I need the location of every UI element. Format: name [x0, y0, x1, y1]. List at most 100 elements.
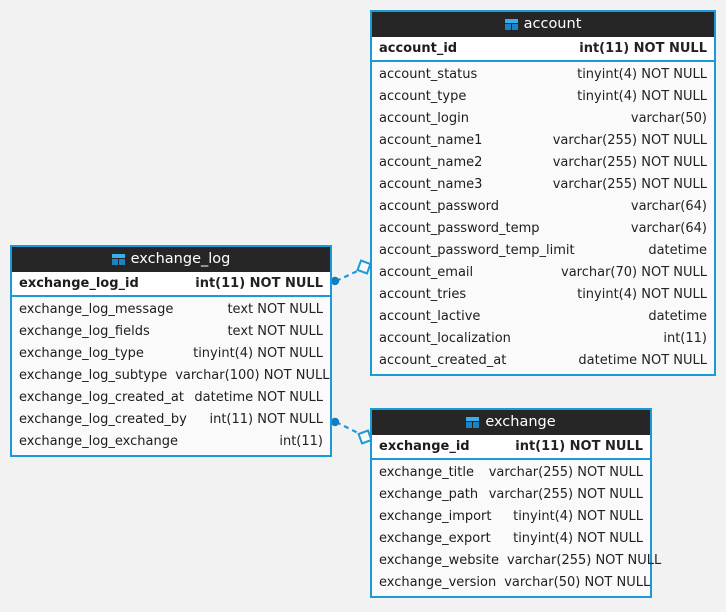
table-row[interactable]: exchange_log_type tinyint(4) NOT NULL [12, 343, 330, 365]
column-type: tinyint(4) NOT NULL [577, 67, 707, 82]
column-name: exchange_log_type [19, 346, 144, 361]
column-name: account_localization [379, 331, 511, 346]
relationship-line [335, 421, 365, 437]
column-type: tinyint(4) NOT NULL [513, 509, 643, 524]
column-name: account_status [379, 67, 478, 82]
column-type: datetime [648, 243, 707, 258]
column-name: exchange_version [379, 575, 497, 590]
column-name: account_name3 [379, 177, 483, 192]
column-type: varchar(50) NOT NULL [504, 575, 651, 590]
table-header-exchange_log[interactable]: exchange_log [12, 247, 330, 272]
column-name: exchange_log_exchange [19, 434, 178, 449]
table-row[interactable]: account_password_temp_limit datetime [372, 240, 714, 262]
column-type: varchar(70) NOT NULL [561, 265, 707, 280]
table-row[interactable]: exchange_import tinyint(4) NOT NULL [372, 506, 650, 528]
table-row[interactable]: account_name2 varchar(255) NOT NULL [372, 152, 714, 174]
column-type: tinyint(4) NOT NULL [577, 287, 707, 302]
column-name: exchange_log_created_by [19, 412, 187, 427]
column-type: int(11) NOT NULL [579, 41, 707, 56]
table-row[interactable]: account_login varchar(50) [372, 108, 714, 130]
column-name: exchange_title [379, 465, 474, 480]
table-row[interactable]: account_lactive datetime [372, 306, 714, 328]
column-type: datetime NOT NULL [194, 390, 323, 405]
column-type: tinyint(4) NOT NULL [193, 346, 323, 361]
table-row-primary-key[interactable]: exchange_log_id int(11) NOT NULL [12, 272, 330, 297]
column-name: exchange_log_id [19, 276, 139, 291]
table-row-primary-key[interactable]: account_id int(11) NOT NULL [372, 37, 714, 62]
table-title: exchange_log [130, 251, 231, 267]
table-icon [504, 19, 518, 30]
table-row[interactable]: account_localization int(11) [372, 328, 714, 350]
table-row[interactable]: account_name3 varchar(255) NOT NULL [372, 174, 714, 196]
column-type: tinyint(4) NOT NULL [577, 89, 707, 104]
table-row[interactable]: account_email varchar(70) NOT NULL [372, 262, 714, 284]
column-name: exchange_id [379, 439, 470, 454]
column-name: account_email [379, 265, 474, 280]
column-type: tinyint(4) NOT NULL [513, 531, 643, 546]
column-type: text NOT NULL [227, 324, 323, 339]
column-type: varchar(255) NOT NULL [506, 553, 662, 568]
column-type: int(11) NOT NULL [209, 412, 323, 427]
column-type: varchar(64) [630, 199, 707, 214]
column-name: exchange_path [379, 487, 479, 502]
column-name: exchange_log_message [19, 302, 174, 317]
table-icon [466, 417, 480, 428]
table-row[interactable]: account_status tinyint(4) NOT NULL [372, 64, 714, 86]
column-name: account_login [379, 111, 469, 126]
table-header-account[interactable]: account [372, 12, 714, 37]
column-type: varchar(64) [630, 221, 707, 236]
table-row[interactable]: account_created_at datetime NOT NULL [372, 350, 714, 372]
column-name: account_name1 [379, 133, 483, 148]
table-row[interactable]: exchange_title varchar(255) NOT NULL [372, 462, 650, 484]
column-type: int(11) [663, 331, 707, 346]
column-name: exchange_import [379, 509, 492, 524]
column-type: int(11) NOT NULL [195, 276, 323, 291]
column-type: varchar(255) NOT NULL [488, 465, 643, 480]
table-header-exchange[interactable]: exchange [372, 410, 650, 435]
column-name: account_name2 [379, 155, 483, 170]
relationship-endpoint-circle [330, 276, 340, 286]
table-title: account [523, 16, 582, 32]
table-row[interactable]: exchange_log_exchange int(11) [12, 431, 330, 453]
column-name: account_type [379, 89, 467, 104]
column-type: int(11) [279, 434, 323, 449]
column-name: exchange_log_fields [19, 324, 150, 339]
column-type: varchar(255) NOT NULL [552, 155, 707, 170]
relationship-exchange-log-to-account [330, 259, 372, 286]
relationship-endpoint-circle [330, 417, 340, 427]
table-row[interactable]: exchange_log_fields text NOT NULL [12, 321, 330, 343]
table-row[interactable]: exchange_version varchar(50) NOT NULL [372, 572, 650, 594]
column-name: account_lactive [379, 309, 481, 324]
table-row[interactable]: account_type tinyint(4) NOT NULL [372, 86, 714, 108]
table-row[interactable]: exchange_log_created_at datetime NOT NULL [12, 387, 330, 409]
er-table-exchange_log[interactable]: exchange_log exchange_log_id int(11) NOT N… [10, 245, 332, 457]
column-name: exchange_log_subtype [19, 368, 168, 383]
column-type: varchar(50) [630, 111, 707, 126]
column-type: varchar(255) NOT NULL [552, 133, 707, 148]
column-name: exchange_log_created_at [19, 390, 184, 405]
column-type: text NOT NULL [227, 302, 323, 317]
column-type: varchar(255) NOT NULL [552, 177, 707, 192]
column-name: account_password_temp_limit [379, 243, 575, 258]
column-type: datetime [648, 309, 707, 324]
table-row[interactable]: account_name1 varchar(255) NOT NULL [372, 130, 714, 152]
column-type: datetime NOT NULL [578, 353, 707, 368]
column-name: account_created_at [379, 353, 507, 368]
column-name: account_id [379, 41, 458, 56]
table-row[interactable]: exchange_log_created_by int(11) NOT NULL [12, 409, 330, 431]
table-row[interactable]: exchange_log_message text NOT NULL [12, 299, 330, 321]
relationship-line [335, 267, 365, 282]
